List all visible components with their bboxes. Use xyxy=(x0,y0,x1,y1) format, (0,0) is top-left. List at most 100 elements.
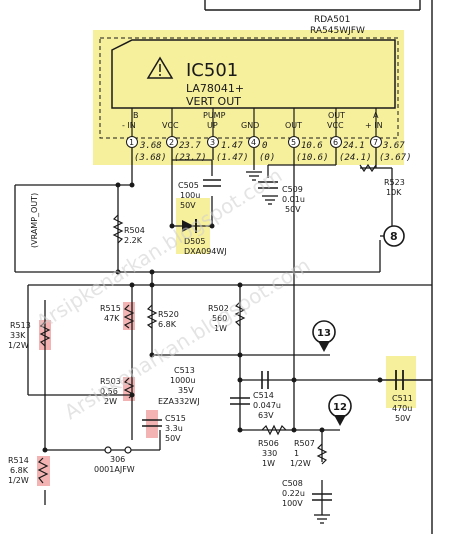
ic-part: LA78041+ xyxy=(186,82,244,95)
pin3-label-bottom: UP xyxy=(207,121,218,130)
d505-ref: D505 xyxy=(184,237,205,246)
c505-ref: C505 xyxy=(178,181,199,190)
r515-resistor xyxy=(123,304,135,329)
pin6-label-top: OUT xyxy=(328,111,345,120)
pin3-label-top: PUMP xyxy=(203,111,226,120)
ic-func: VERT OUT xyxy=(186,95,241,108)
r520-resistor xyxy=(146,304,158,329)
pin7-label-top: A xyxy=(373,111,379,120)
c511-capacitor xyxy=(395,370,404,390)
ground-symbols xyxy=(246,171,330,524)
marker-8-label: 8 xyxy=(390,230,398,243)
pin7-number: 7 xyxy=(373,138,378,147)
r506-value: 330 xyxy=(262,449,277,458)
c505-value: 100u xyxy=(180,191,200,200)
c515-ref: C515 xyxy=(165,414,186,423)
c513-voltage: 35V xyxy=(178,386,194,395)
rda501-ref: RDA501 xyxy=(314,15,350,25)
c509-ref: C509 xyxy=(282,185,303,194)
vramp-label: (VRAMP_OUT) xyxy=(30,193,39,248)
pin7-voltage: 3.67 xyxy=(382,141,405,151)
c509-capacitor xyxy=(258,181,278,189)
r507-power: 1/2W xyxy=(290,459,311,468)
r503-ref: R503 xyxy=(100,377,121,386)
ic-pin-leads xyxy=(131,108,377,138)
r520-value: 6.8K xyxy=(158,320,177,329)
pin5-voltage-alt: (10.6) xyxy=(296,153,329,163)
c515-value: 3.3u xyxy=(165,424,183,433)
ic-pin-circles xyxy=(126,136,382,148)
marker-12-label: 12 xyxy=(333,402,347,413)
r514-ref: R514 xyxy=(8,456,29,465)
marker-13-label: 13 xyxy=(317,328,331,339)
c513-value: 1000u xyxy=(170,376,195,385)
r502-resistor xyxy=(234,301,246,327)
frame-lines xyxy=(204,0,433,534)
c514-voltage: 63V xyxy=(258,411,274,420)
pin4-number: 4 xyxy=(251,138,256,147)
r515-ref: R515 xyxy=(100,304,121,313)
c513-ref: C513 xyxy=(174,366,195,375)
marker-8 xyxy=(383,225,405,247)
c509-value: 0.01u xyxy=(282,195,305,204)
c515-capacitor xyxy=(142,419,162,427)
r506-power: 1W xyxy=(262,459,275,468)
r515-highlight xyxy=(123,302,135,330)
r507-value: 1 xyxy=(294,449,299,458)
c511-ref: C511 xyxy=(392,394,413,403)
r513-resistor xyxy=(39,321,51,347)
c514-value: 0.047u xyxy=(253,401,281,410)
c508-value: 0.22u xyxy=(282,489,305,498)
p306-ref: 306 xyxy=(110,455,125,464)
pin2-label: VCC xyxy=(162,121,179,130)
r514-power: 1/2W xyxy=(8,476,29,485)
r507-resistor xyxy=(316,443,328,465)
pin6-label-bottom: VCC xyxy=(327,121,344,130)
r502-value: 560 xyxy=(212,314,227,323)
pin7-voltage-alt: (3.67) xyxy=(379,153,412,163)
c511-voltage: 50V xyxy=(395,414,411,423)
r504-ref: R504 xyxy=(124,226,145,235)
p306-part: 0001AJFW xyxy=(94,465,135,474)
c511-highlight xyxy=(386,356,416,408)
d505-diode xyxy=(182,219,197,233)
c514-capacitor xyxy=(261,371,269,389)
c508-ref: C508 xyxy=(282,479,303,488)
c508-voltage: 100V xyxy=(282,499,303,508)
r502-power: 1W xyxy=(214,324,227,333)
r503-power: 2W xyxy=(104,397,117,406)
pin5-label: OUT xyxy=(285,121,302,130)
c513-capacitor xyxy=(230,397,250,405)
ic-dashed-outline xyxy=(99,37,399,139)
r504-value: 2.2K xyxy=(124,236,143,245)
pin1-label-bottom: - IN xyxy=(122,121,136,130)
r504-resistor xyxy=(112,214,124,244)
pin3-number: 3 xyxy=(210,138,215,147)
r523-ref: R523 xyxy=(384,178,405,187)
r514-resistor xyxy=(37,457,49,484)
warning-icon xyxy=(146,56,174,79)
pin1-voltage: 3.68 xyxy=(139,141,162,151)
wires xyxy=(14,148,432,515)
c514-ref: C514 xyxy=(253,391,274,400)
r523-value: 10K xyxy=(386,188,402,197)
r513-ref: R513 xyxy=(10,321,31,330)
r503-value: 0.56 xyxy=(100,387,118,396)
r514-value: 6.8K xyxy=(10,466,29,475)
pin2-number: 2 xyxy=(169,138,174,147)
marker-13 xyxy=(312,320,336,352)
r506-ref: R506 xyxy=(258,439,279,448)
c505-capacitor xyxy=(203,179,221,187)
pin1-number: 1 xyxy=(129,138,134,147)
r506-resistor xyxy=(261,424,287,436)
junction-dots xyxy=(42,182,383,453)
pin6-voltage: 24.1 xyxy=(343,141,365,151)
c515-voltage: 50V xyxy=(165,434,181,443)
pin3-voltage: 1.47 xyxy=(221,141,243,151)
pin2-voltage-alt: (23.7) xyxy=(174,153,207,163)
pin6-number: 6 xyxy=(333,138,338,147)
c515-highlight xyxy=(146,410,158,438)
r513-value: 33K xyxy=(10,331,26,340)
